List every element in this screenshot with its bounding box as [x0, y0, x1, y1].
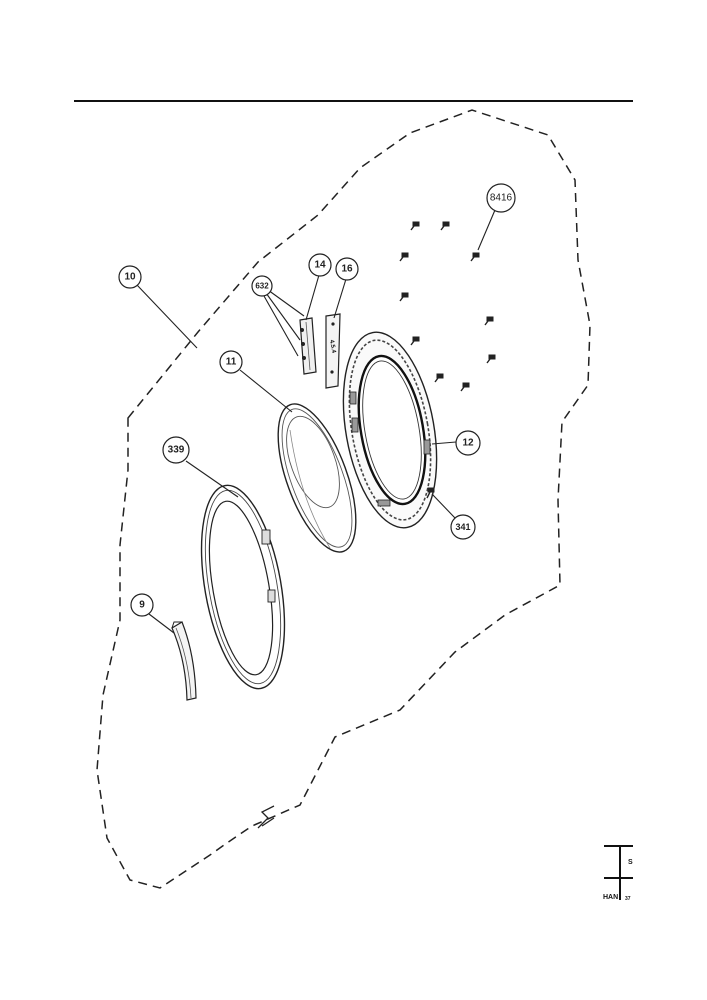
part-339-outer-door-ring: [200, 484, 286, 690]
callout-11-label: 11: [226, 357, 237, 368]
part-12-inner-door-frame: [342, 331, 438, 529]
callout-8416-label: 8416: [490, 193, 513, 204]
leader-12: [431, 441, 457, 445]
part-8416-screws: [399, 221, 496, 392]
part-14-hinge: [299, 317, 317, 375]
screw: [410, 221, 420, 231]
leader-632-b: [265, 292, 301, 341]
callout-632-label: 632: [255, 282, 269, 291]
leader-lines: [136, 209, 496, 634]
leader-632-a: [267, 289, 305, 317]
callout-10[interactable]: 10: [118, 265, 142, 289]
screw: [440, 221, 450, 231]
screw: [434, 373, 444, 383]
callout-339[interactable]: 339: [162, 436, 190, 464]
footer-right-bottom-text: 37: [625, 896, 631, 902]
leader-341: [431, 493, 456, 519]
boundary-squiggle: [257, 805, 275, 829]
part-341-screw: [426, 487, 435, 499]
leader-339: [185, 460, 239, 498]
callout-12-label: 12: [462, 438, 474, 449]
leader-16: [333, 278, 347, 319]
callout-8416[interactable]: 8416: [486, 183, 516, 213]
part-16-hinge-plate: 4.5.4: [325, 313, 341, 389]
screw: [399, 292, 409, 302]
screw: [470, 252, 480, 262]
screw: [399, 252, 409, 262]
callout-12[interactable]: 12: [455, 430, 481, 456]
screw: [486, 354, 496, 364]
callout-339-label: 339: [168, 445, 185, 456]
callout-341-label: 341: [455, 522, 470, 532]
leader-11: [239, 369, 293, 413]
screw: [460, 382, 470, 392]
callout-632[interactable]: 632: [251, 275, 273, 297]
callout-10-label: 10: [124, 272, 136, 283]
leader-10: [136, 284, 198, 349]
footer-title-block: S HAN 37: [603, 845, 633, 902]
leader-632-c: [263, 295, 299, 357]
footer-right-top-text: S: [628, 859, 633, 866]
callout-11[interactable]: 11: [219, 350, 243, 374]
leader-9: [148, 613, 175, 634]
callout-14-label: 14: [314, 260, 326, 271]
callout-14[interactable]: 14: [308, 253, 332, 277]
callout-16-label: 16: [341, 264, 353, 275]
screw: [484, 316, 494, 326]
assembly-boundary: [96, 109, 591, 889]
screw: [410, 336, 420, 346]
leader-8416: [477, 209, 496, 251]
callout-9[interactable]: 9: [130, 593, 154, 617]
svg-text:4.5.4: 4.5.4: [328, 339, 336, 354]
callout-9-label: 9: [139, 600, 145, 611]
part-9-handle-strip: [171, 621, 197, 701]
callout-16[interactable]: 16: [335, 257, 359, 281]
footer-left-text: HAN: [603, 894, 618, 901]
callout-341[interactable]: 341: [450, 514, 476, 540]
leader-14: [305, 274, 320, 321]
part-11-door-glass: [277, 403, 357, 553]
